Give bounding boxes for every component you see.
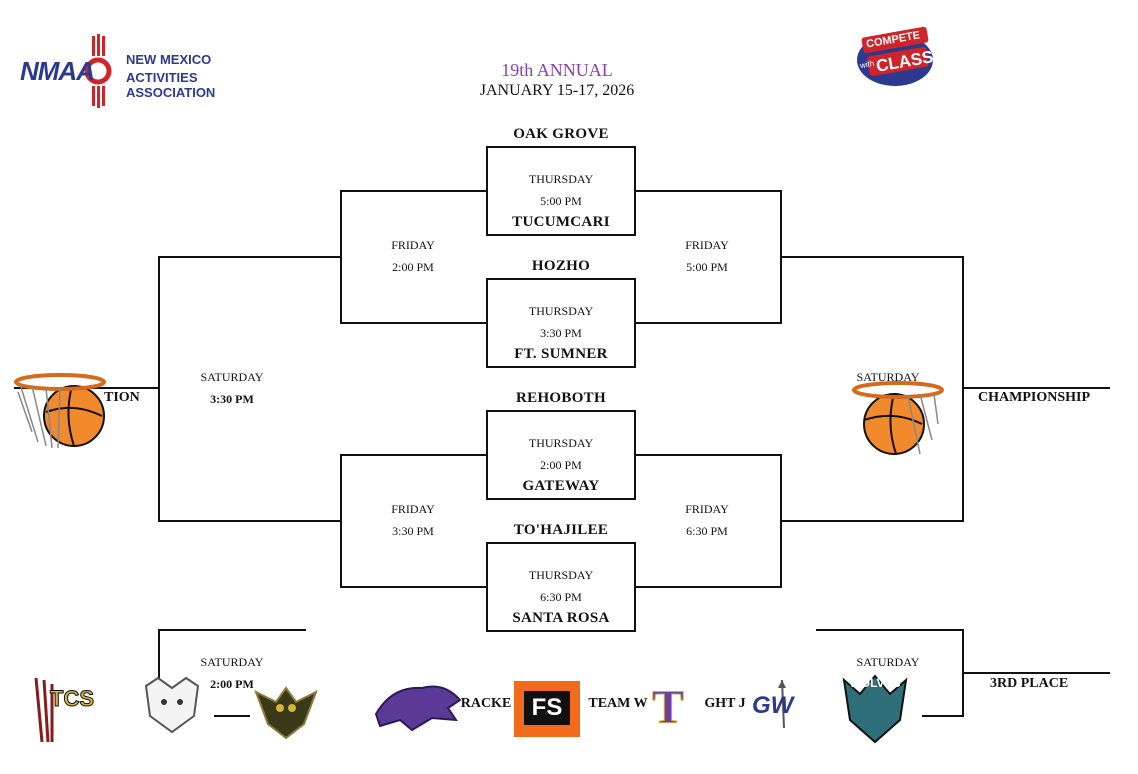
- feather-logo-icon: [34, 677, 54, 743]
- team-gateway: GATEWAY: [522, 478, 600, 494]
- fs-logo: FS: [514, 681, 580, 737]
- bracket-line: [636, 586, 782, 588]
- sf-left-bottom-day: FRIDAY: [391, 502, 435, 516]
- wolf-logo-icon: [842, 674, 908, 744]
- lion-logo-icon: [372, 678, 464, 734]
- game2-day: THURSDAY: [528, 304, 594, 318]
- bracket-line: [340, 190, 486, 192]
- tcs-logo: TCS: [24, 674, 100, 746]
- bracket-line: [340, 454, 486, 456]
- game4-time: 6:30 PM: [540, 590, 582, 604]
- sf-right-bottom-time: 6:30 PM: [686, 524, 728, 538]
- game-box-3: [486, 410, 636, 500]
- bracket-line: [340, 586, 486, 588]
- game-box-4: [486, 542, 636, 632]
- compete-with-class-logo: COMPETE with CLASS: [850, 22, 940, 92]
- bracket-line: [782, 520, 964, 522]
- final-left-time: 3:30 PM: [210, 392, 254, 406]
- bracket-line: [962, 672, 1110, 674]
- bracket-text-fragment: RACKE: [460, 696, 512, 711]
- bracket-line: [636, 322, 782, 324]
- basketball-hoop-icon: [850, 380, 946, 466]
- wolves-logo: WOLVES: [836, 670, 914, 744]
- team-santa-rosa: SANTA ROSA: [512, 610, 610, 626]
- team-rehoboth: REHOBOTH: [516, 390, 606, 406]
- owl-logo-icon: [254, 684, 318, 740]
- bracket-line: [340, 322, 486, 324]
- bracket-line: [636, 190, 782, 192]
- final-right-day: SATURDAY: [856, 370, 920, 384]
- bracket-line: [962, 387, 1110, 389]
- bracket-line: [340, 190, 342, 324]
- bracket-line: [780, 190, 782, 324]
- sf-right-top-day: FRIDAY: [685, 238, 729, 252]
- bracket-line: [340, 454, 342, 588]
- nmaa-abbr: NMAA: [20, 56, 95, 86]
- sf-right-bottom-day: FRIDAY: [685, 502, 729, 516]
- bracket-line: [962, 256, 964, 522]
- spear-logo-icon: [778, 680, 786, 729]
- sf-left-top-time: 2:00 PM: [392, 260, 434, 274]
- game3-time: 2:00 PM: [540, 458, 582, 472]
- bracket-line: [780, 454, 782, 588]
- weight-text-fragment: GHT J: [704, 696, 746, 711]
- game2-time: 3:30 PM: [540, 326, 582, 340]
- game3-day: THURSDAY: [528, 436, 594, 450]
- nmaa-logo: NMAA NEW MEXICO ACTIVITIES ASSOCIATION: [18, 34, 268, 108]
- edition-title: 19th ANNUAL: [501, 60, 613, 80]
- sf-right-top-time: 5:00 PM: [686, 260, 728, 274]
- zia-sun-icon: [84, 34, 112, 108]
- bracket-line: [782, 256, 964, 258]
- sf-left-bottom-time: 3:30 PM: [392, 524, 434, 538]
- third-place-label: 3RD PLACE: [990, 676, 1069, 691]
- nmaa-name-line1: NEW MEXICO: [126, 52, 212, 67]
- team-hozho: HOZHO: [531, 258, 591, 274]
- bracket-line: [922, 715, 964, 717]
- game-box-1: [486, 146, 636, 236]
- consolation-label-fragment: TION: [104, 390, 140, 405]
- third-right-day: SATURDAY: [856, 655, 920, 669]
- bracket-line: [214, 715, 250, 717]
- bobcat-logo-icon: [140, 676, 204, 734]
- team-ft-sumner: FT. SUMNER: [514, 346, 608, 362]
- gw-logo: GW: [748, 680, 818, 730]
- final-left-day: SATURDAY: [200, 370, 264, 384]
- bracket-line: [636, 454, 782, 456]
- event-dates: JANUARY 15-17, 2026: [479, 82, 635, 99]
- team-tohajilee: TO'HAJILEE: [513, 522, 609, 538]
- bracket-line: [158, 256, 340, 258]
- basketball-hoop-icon: [12, 372, 108, 458]
- game1-time: 5:00 PM: [540, 194, 582, 208]
- team-oak-grove: OAK GROVE: [513, 126, 609, 142]
- bracket-line: [158, 629, 160, 679]
- game4-day: THURSDAY: [528, 568, 594, 582]
- game-box-2: [486, 278, 636, 368]
- nmaa-name-line2: ACTIVITIES ASSOCIATION: [126, 70, 216, 100]
- game1-day: THURSDAY: [528, 172, 594, 186]
- bracket-line: [158, 629, 306, 631]
- team-tucumcari: TUCUMCARI: [512, 214, 610, 230]
- bracket-line: [158, 256, 160, 522]
- bracket-line: [158, 520, 340, 522]
- third-left-day: SATURDAY: [200, 655, 264, 669]
- third-left-time: 2:00 PM: [210, 677, 254, 691]
- team-text-fragment: TEAM W: [588, 696, 648, 711]
- championship-label: CHAMPIONSHIP: [978, 390, 1090, 405]
- t-logo: T: [651, 681, 684, 735]
- sf-left-top-day: FRIDAY: [391, 238, 435, 252]
- bracket-line: [816, 629, 964, 631]
